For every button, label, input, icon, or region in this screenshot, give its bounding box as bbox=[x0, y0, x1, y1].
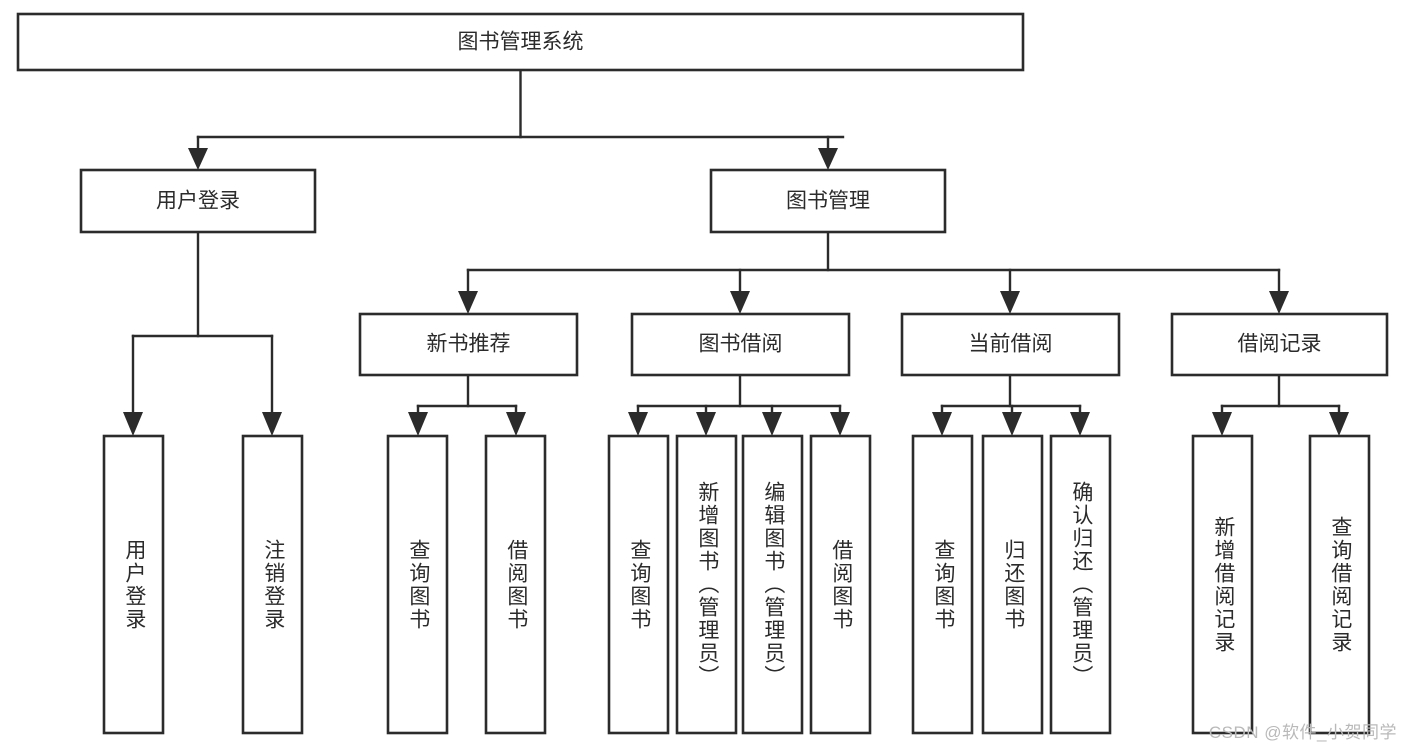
node-label-book-borrow: 图书借阅 bbox=[699, 333, 783, 356]
node-box-current-borrow[interactable] bbox=[900, 312, 1121, 377]
arrow-root-to-bookmanage bbox=[818, 148, 838, 170]
arrow-bookborrow-leaf-1 bbox=[628, 412, 648, 436]
arrow-newbook-leaf-2 bbox=[506, 412, 526, 436]
node-box-leaf-query-borrow-record[interactable] bbox=[1308, 434, 1371, 735]
node-box-leaf-user-logout[interactable] bbox=[241, 434, 304, 735]
arrow-currentborrow-leaf-1 bbox=[932, 412, 952, 436]
arrow-currentborrow-leaf-3 bbox=[1070, 412, 1090, 436]
node-layer: 图书管理系统 用户登录 图书管理 新书推荐 图书借阅 当前借阅 借阅记录 bbox=[16, 12, 1389, 735]
arrow-root-to-userlogin bbox=[188, 148, 208, 170]
node-label-current-borrow: 当前借阅 bbox=[969, 333, 1053, 356]
node-box-user-login[interactable] bbox=[79, 168, 317, 234]
arrow-userlogin-leaf-2 bbox=[262, 412, 282, 436]
arrow-bookborrow-leaf-4 bbox=[830, 412, 850, 436]
node-box-root[interactable] bbox=[16, 12, 1025, 72]
node-box-leaf-borrow-book-2[interactable] bbox=[809, 434, 872, 735]
arrow-bookmanage-l3-4 bbox=[1269, 291, 1289, 314]
node-label-book-manage: 图书管理 bbox=[786, 190, 870, 213]
arrow-bookborrow-leaf-3 bbox=[762, 412, 782, 436]
connector-layer bbox=[123, 68, 1349, 436]
node-box-leaf-add-book-admin[interactable] bbox=[675, 434, 738, 735]
node-box-leaf-edit-book-admin[interactable] bbox=[741, 434, 804, 735]
arrow-bookmanage-l3-1 bbox=[458, 291, 478, 314]
arrow-borrowrecord-leaf-2 bbox=[1329, 412, 1349, 436]
node-box-book-manage[interactable] bbox=[709, 168, 947, 234]
node-label-user-login: 用户登录 bbox=[156, 190, 240, 213]
node-box-book-borrow[interactable] bbox=[630, 312, 851, 377]
node-box-leaf-borrow-book-1[interactable] bbox=[484, 434, 547, 735]
arrow-bookmanage-l3-3 bbox=[1000, 291, 1020, 314]
node-box-leaf-add-borrow-record[interactable] bbox=[1191, 434, 1254, 735]
arrow-borrowrecord-leaf-1 bbox=[1212, 412, 1232, 436]
node-label-borrow-record: 借阅记录 bbox=[1238, 333, 1322, 356]
arrow-currentborrow-leaf-2 bbox=[1002, 412, 1022, 436]
node-box-leaf-confirm-return-admin[interactable] bbox=[1049, 434, 1112, 735]
arrow-bookborrow-leaf-2 bbox=[696, 412, 716, 436]
node-box-leaf-query-book-1[interactable] bbox=[386, 434, 449, 735]
node-box-leaf-query-book-2[interactable] bbox=[607, 434, 670, 735]
node-box-leaf-user-login[interactable] bbox=[102, 434, 165, 735]
node-box-borrow-record[interactable] bbox=[1170, 312, 1389, 377]
node-label-root: 图书管理系统 bbox=[458, 31, 584, 54]
node-label-new-book-recommend: 新书推荐 bbox=[427, 333, 511, 356]
arrow-userlogin-leaf-1 bbox=[123, 412, 143, 436]
node-box-new-book-recommend[interactable] bbox=[358, 312, 579, 377]
arrow-newbook-leaf-1 bbox=[408, 412, 428, 436]
arrow-bookmanage-l3-2 bbox=[730, 291, 750, 314]
node-box-leaf-query-book-3[interactable] bbox=[911, 434, 974, 735]
node-box-leaf-return-book[interactable] bbox=[981, 434, 1044, 735]
